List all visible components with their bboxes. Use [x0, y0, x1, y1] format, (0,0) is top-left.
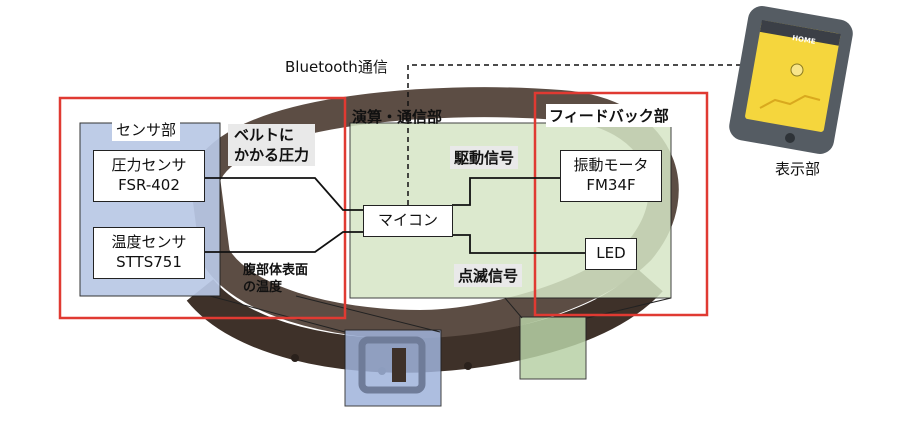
connector: [504, 297, 523, 319]
pressure-sensor-model: FSR-402: [118, 176, 180, 194]
belt-hole: [291, 354, 299, 362]
drive-wire: [452, 177, 562, 206]
display-label: 表示部: [775, 160, 821, 178]
temp-wire: [205, 231, 365, 253]
buckle-prong: [392, 348, 406, 382]
blink-signal-label: 点滅信号: [454, 264, 523, 287]
connector: [295, 295, 441, 333]
vibration-motor-model: FM34F: [586, 176, 636, 194]
bluetooth-label: Bluetooth通信: [285, 58, 388, 76]
sensor-section-title: センサ部: [112, 118, 181, 141]
abdomen-temp-line1: 腹部体表面: [243, 263, 309, 278]
blink-wire: [452, 234, 585, 254]
connector: [209, 295, 346, 333]
pressure-sensor-box: 圧力センサ FSR-402: [93, 150, 205, 202]
pressure-sensor-name: 圧力センサ: [111, 156, 187, 174]
belt-pressure-line2: かかる圧力: [234, 146, 310, 164]
belt-hole: [464, 362, 472, 370]
temp-sensor-model: STTS751: [116, 253, 182, 271]
microcontroller-box: マイコン: [363, 205, 453, 237]
belt-pressure-line1: ベルトに: [234, 126, 295, 144]
feedback-section-title: フィードバック部: [546, 104, 672, 127]
belt-pressure-label: ベルトに かかる圧力: [228, 124, 316, 166]
phone-icon: [729, 6, 853, 154]
compute-section-title: 演算・通信部: [352, 108, 443, 126]
feedback-frame: [533, 91, 709, 317]
vibration-motor-box: 振動モータ FM34F: [560, 150, 662, 202]
drive-signal-label: 駆動信号: [450, 146, 519, 169]
temp-sensor-box: 温度センサ STTS751: [93, 227, 205, 279]
bluetooth-link: [407, 64, 760, 205]
led-box: LED: [585, 238, 637, 270]
abdomen-temp-line2: の温度: [243, 280, 283, 295]
sensor-frame: [58, 96, 347, 320]
motor-zone-highlight: [519, 316, 587, 380]
temp-sensor-name: 温度センサ: [111, 233, 187, 251]
vibration-motor-name: 振動モータ: [573, 156, 649, 174]
abdomen-temp-label: 腹部体表面 の温度: [243, 262, 308, 296]
buckle-icon: [358, 336, 426, 394]
pressure-wire: [205, 177, 365, 211]
